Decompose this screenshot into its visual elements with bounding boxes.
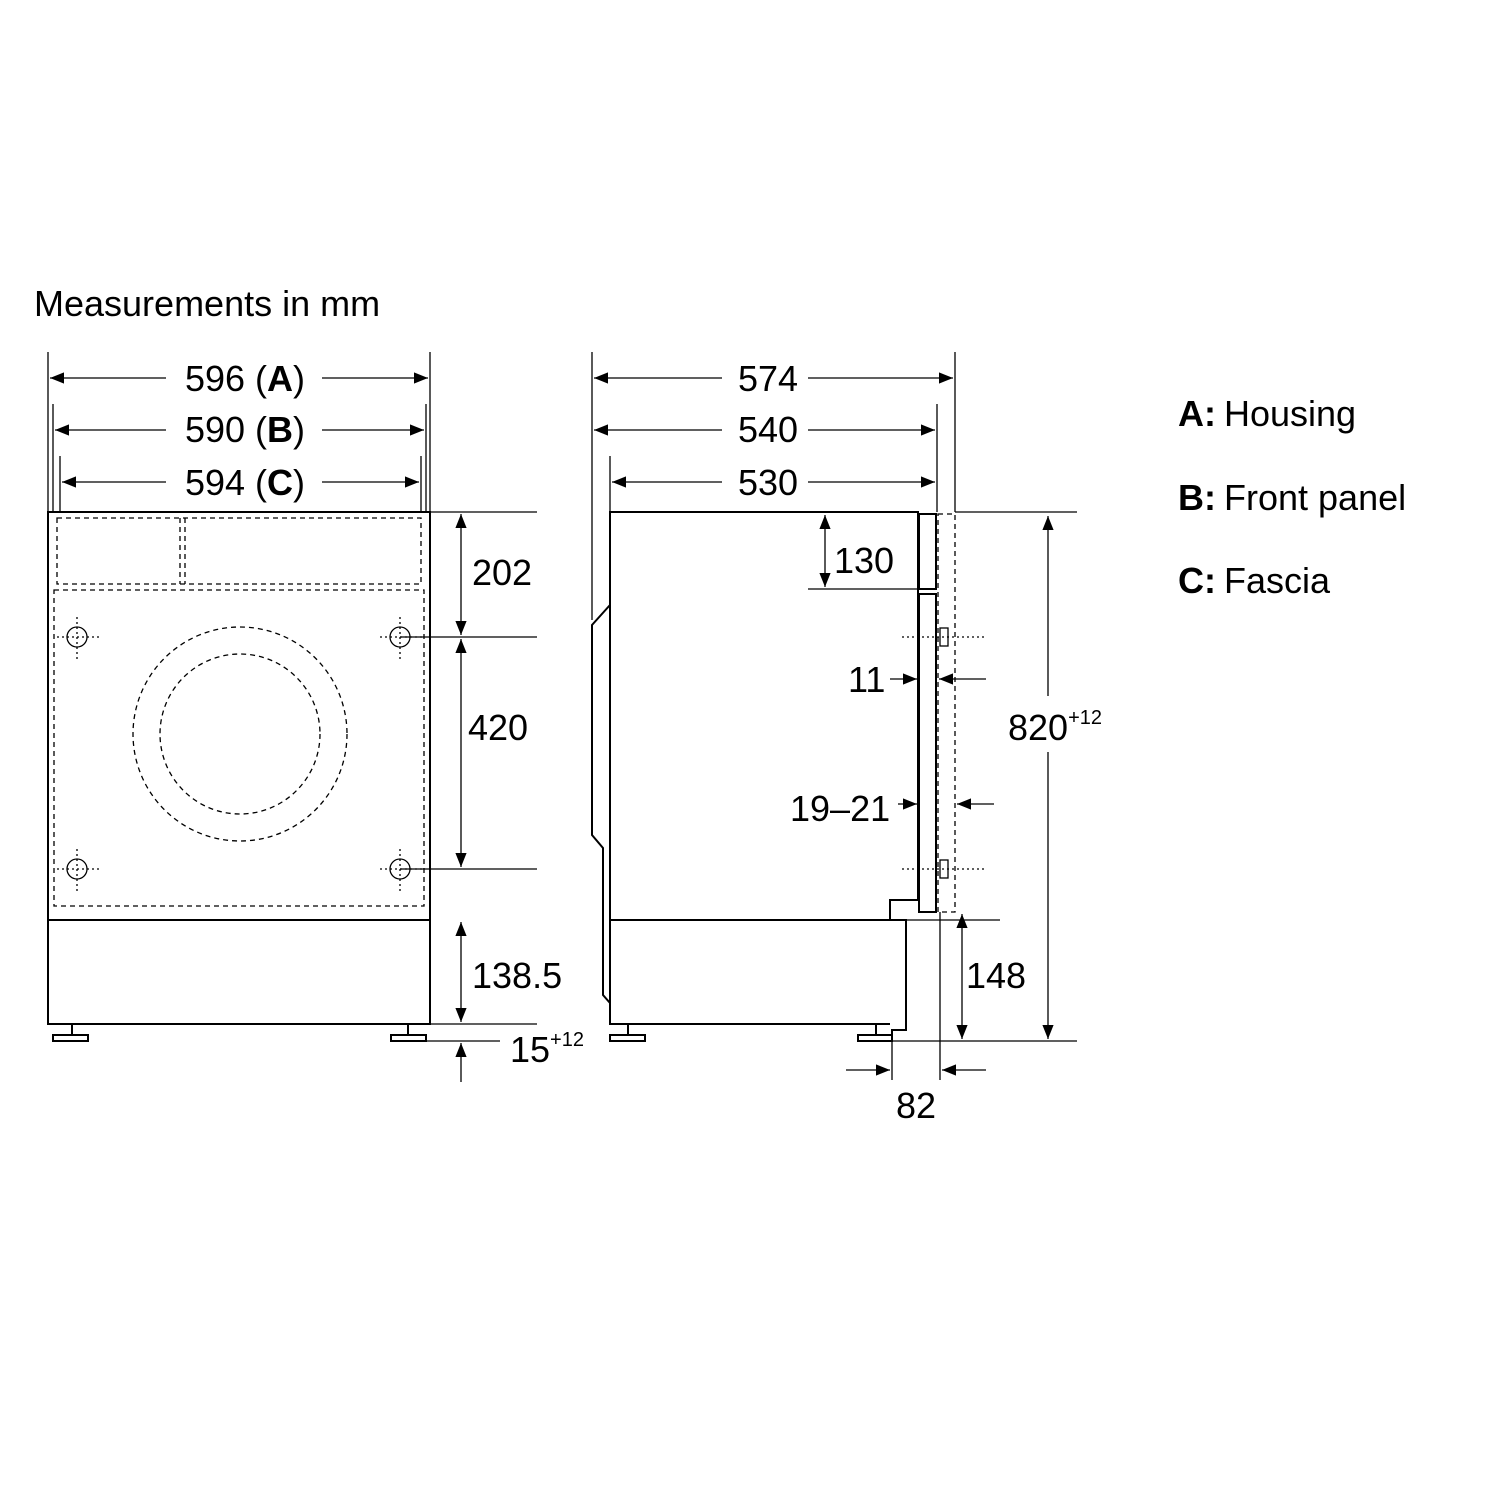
diagram-title: Measurements in mm (34, 283, 380, 324)
fascia-panel-side (918, 513, 937, 590)
foot-icon (609, 1024, 646, 1042)
side-view: 574 540 530 (591, 352, 1102, 1126)
side-plinth-kick (890, 919, 907, 1041)
height-plinth-label: 138.5 (472, 955, 562, 996)
depth-540-label: 540 (738, 409, 798, 450)
feet-height-label: 15+12 (510, 1029, 584, 1070)
plinth-depth-label: 82 (896, 1085, 936, 1126)
side-back-profile (591, 604, 611, 1004)
foot-icon (390, 1024, 427, 1042)
side-plinth-outline (609, 920, 890, 1025)
depth-574-label: 574 (738, 358, 798, 399)
gap-11-label: 11 (848, 659, 885, 700)
door-outer (132, 626, 348, 842)
housing-outline (47, 511, 431, 1025)
height-420-label: 420 (468, 707, 528, 748)
height-202-label: 202 (472, 552, 532, 593)
panel-top-label: 130 (834, 540, 894, 581)
plinth-height-label: 148 (966, 955, 1026, 996)
width-b-label: 590 (B) (185, 409, 305, 450)
mount-point-icon (57, 849, 99, 891)
foot-icon (857, 1024, 893, 1042)
depth-530-label: 530 (738, 462, 798, 503)
front-view: 596 (A) 590 (B) 594 (C) (47, 352, 584, 1082)
mount-point-icon (380, 617, 422, 659)
legend-item-front-panel: B:Front panel (1178, 477, 1406, 518)
width-a-label: 596 (A) (185, 358, 305, 399)
width-c-label: 594 (C) (185, 462, 305, 503)
mount-point-icon (380, 849, 422, 891)
mount-point-icon (57, 617, 99, 659)
legend: A:Housing B:Front panel C:Fascia (1178, 393, 1406, 601)
fascia-panel (56, 517, 422, 585)
front-panel-side (918, 593, 937, 913)
gap-range-label: 19–21 (790, 788, 890, 829)
front-panel (53, 589, 425, 907)
legend-item-housing: A:Housing (1178, 393, 1356, 434)
legend-item-fascia: C:Fascia (1178, 560, 1331, 601)
door-inner (159, 653, 321, 815)
door-panel-side (937, 513, 956, 913)
total-height-label: 820+12 (1008, 707, 1102, 748)
foot-icon (52, 1024, 89, 1042)
